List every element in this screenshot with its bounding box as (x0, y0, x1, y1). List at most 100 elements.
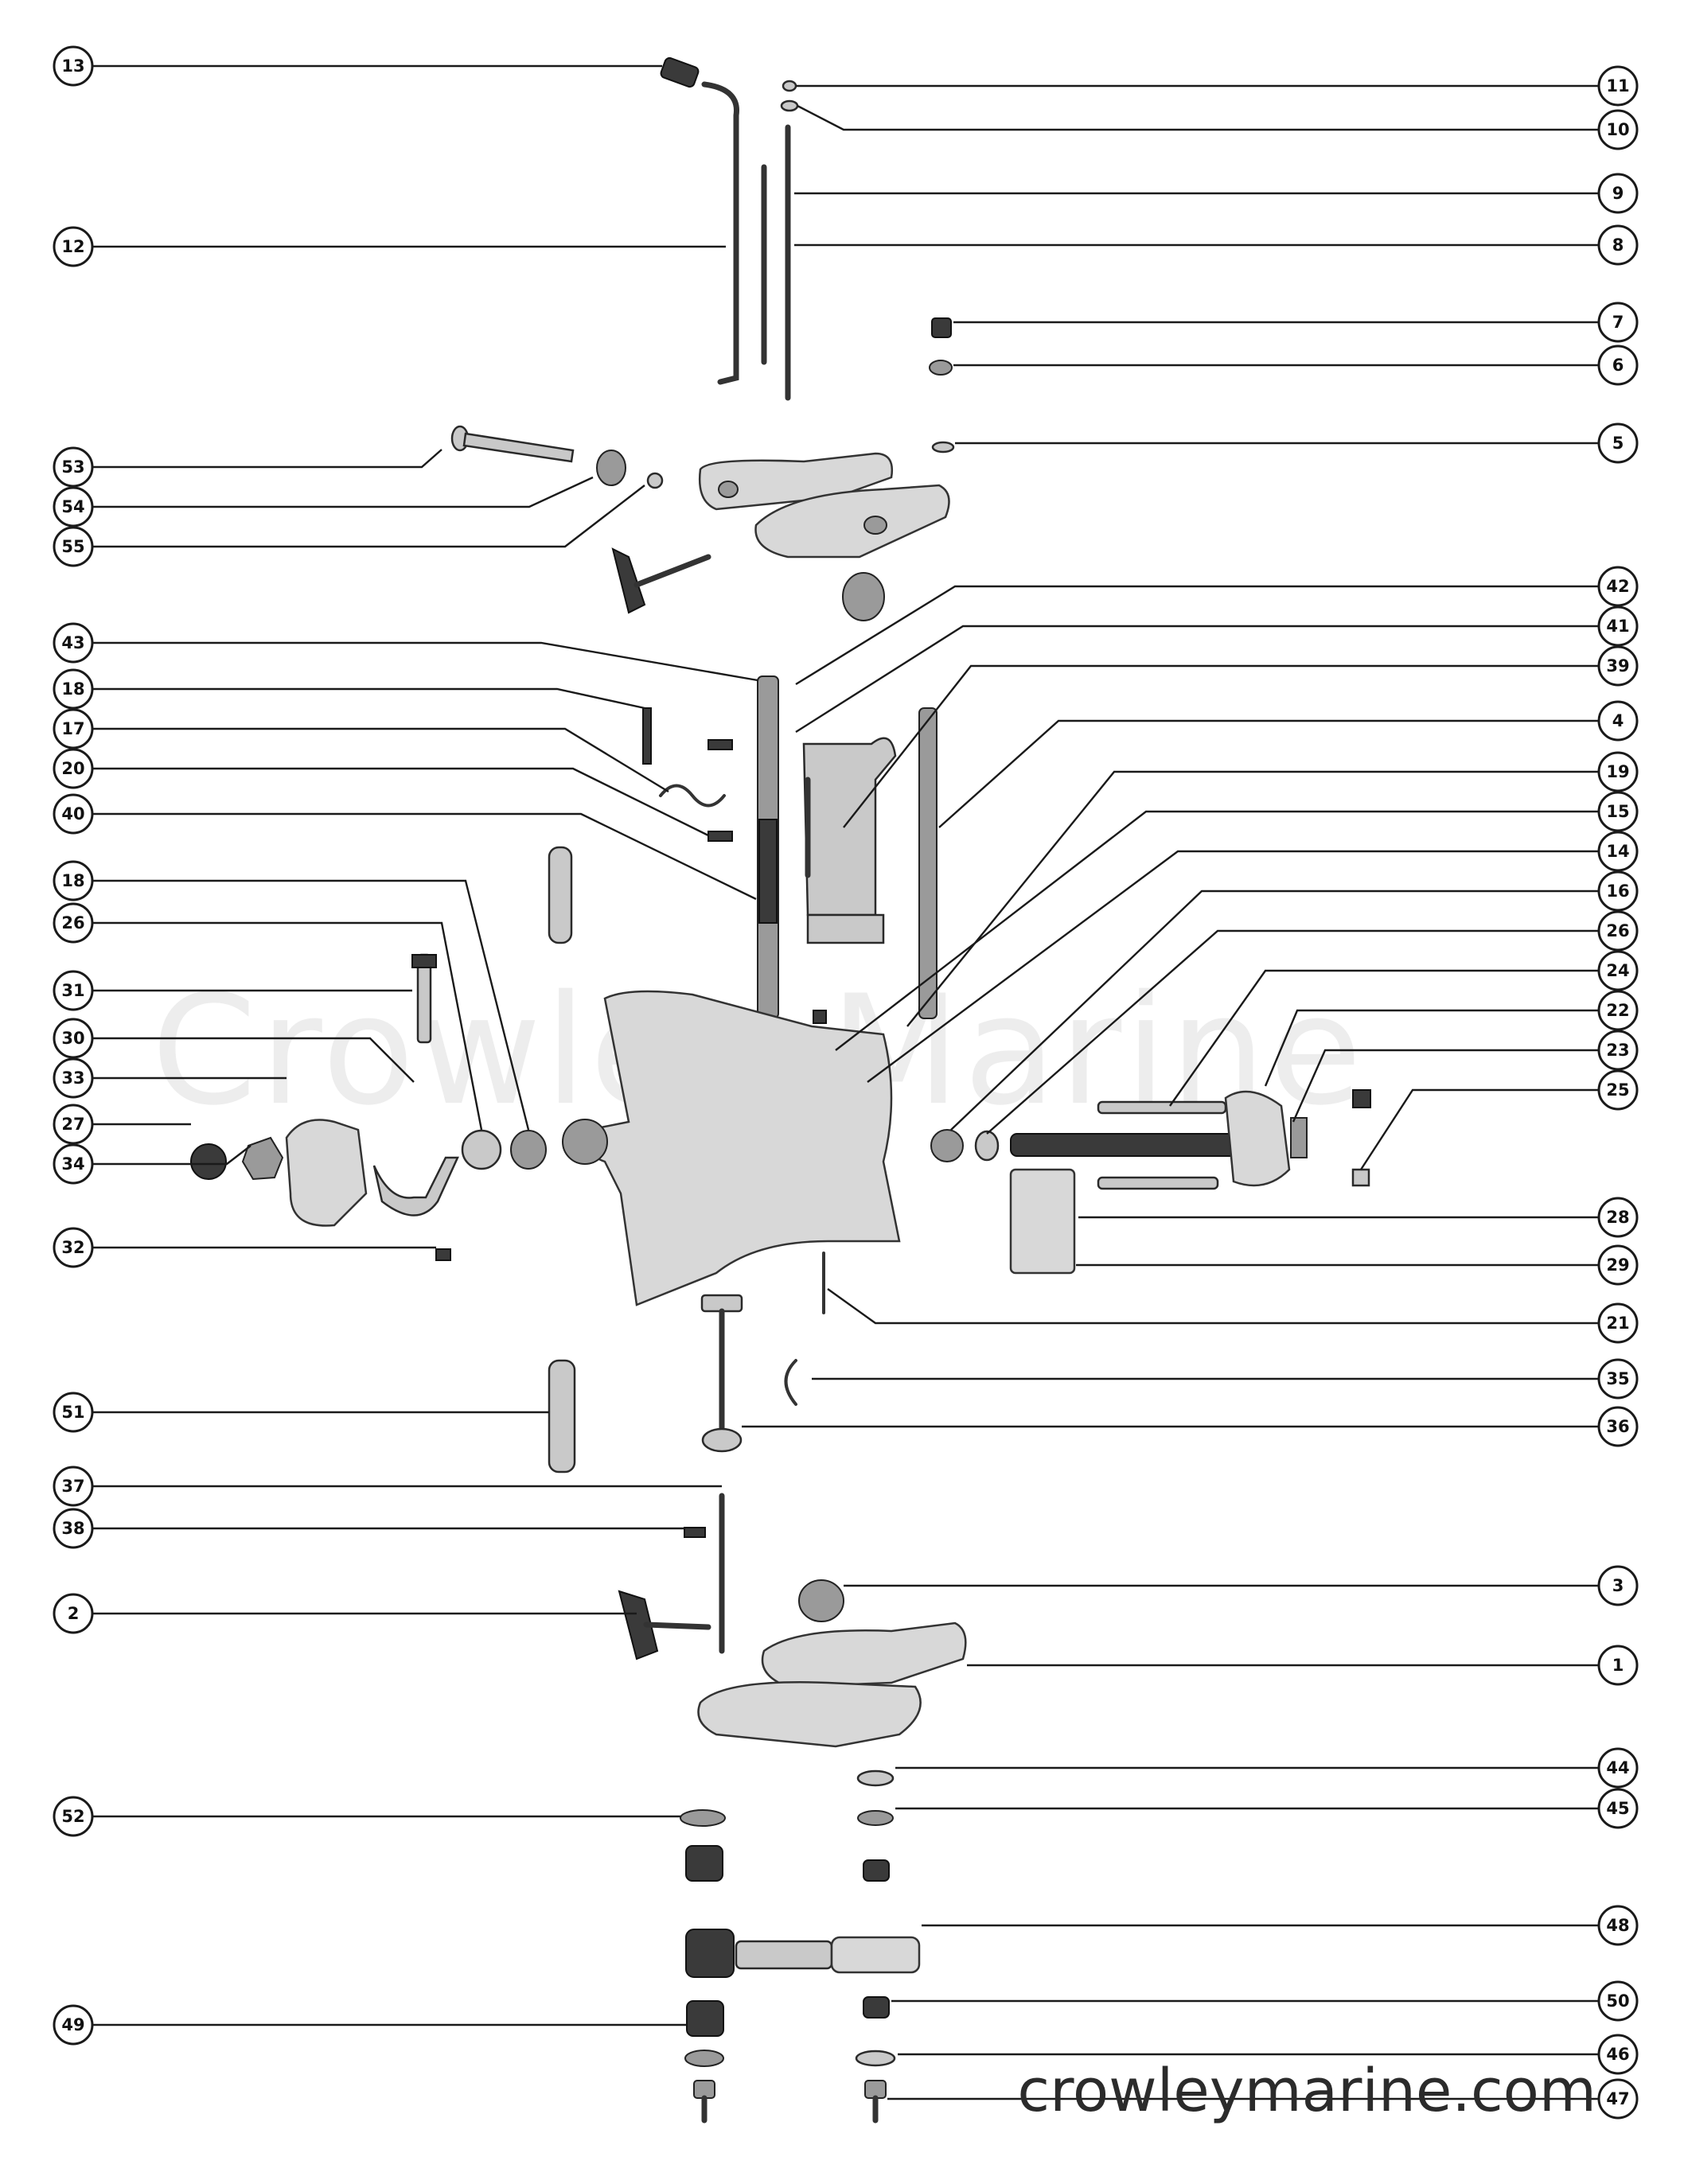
svg-text:49: 49 (61, 2015, 84, 2034)
callout-9: 9 (1597, 173, 1639, 214)
footer-url: crowleymarine.com (1017, 2057, 1596, 2125)
callout-35: 35 (1597, 1358, 1639, 1400)
callout-26-left: 26 (53, 902, 94, 944)
svg-text:1: 1 (1612, 1656, 1624, 1675)
callouts-left: 13 12 53 54 55 43 18 17 20 40 18 26 31 3… (53, 45, 94, 2046)
callout-23: 23 (1597, 1030, 1639, 1071)
svg-text:51: 51 (61, 1403, 84, 1422)
svg-text:10: 10 (1606, 120, 1629, 139)
svg-text:37: 37 (61, 1477, 84, 1496)
callout-10: 10 (1597, 109, 1639, 150)
svg-text:33: 33 (61, 1069, 84, 1088)
svg-text:3: 3 (1612, 1576, 1624, 1595)
svg-text:48: 48 (1606, 1916, 1629, 1935)
svg-text:15: 15 (1606, 802, 1629, 821)
svg-text:26: 26 (1606, 921, 1629, 940)
svg-text:8: 8 (1612, 236, 1624, 255)
callout-18-upper: 18 (53, 668, 94, 710)
svg-text:22: 22 (1606, 1001, 1629, 1020)
callout-46: 46 (1597, 2034, 1639, 2075)
svg-text:44: 44 (1606, 1758, 1629, 1777)
callout-15: 15 (1597, 791, 1639, 832)
svg-text:14: 14 (1606, 842, 1629, 861)
svg-text:26: 26 (61, 913, 84, 932)
callout-25: 25 (1597, 1069, 1639, 1111)
svg-text:18: 18 (61, 679, 84, 699)
callout-5: 5 (1597, 422, 1639, 464)
callout-22: 22 (1597, 990, 1639, 1031)
parts-artwork (190, 56, 1371, 2124)
callout-1: 1 (1597, 1645, 1639, 1686)
callout-41: 41 (1597, 605, 1639, 647)
callout-19: 19 (1597, 751, 1639, 792)
svg-text:32: 32 (61, 1238, 84, 1257)
callout-49: 49 (53, 2004, 94, 2046)
callout-54: 54 (53, 486, 94, 528)
svg-text:2: 2 (68, 1604, 80, 1623)
callout-7: 7 (1597, 302, 1639, 343)
svg-text:30: 30 (61, 1029, 84, 1048)
svg-text:21: 21 (1606, 1314, 1629, 1333)
callout-18-lower: 18 (53, 860, 94, 901)
svg-text:52: 52 (61, 1807, 84, 1826)
svg-text:28: 28 (1606, 1208, 1629, 1227)
callout-11: 11 (1597, 65, 1639, 107)
callout-48: 48 (1597, 1905, 1639, 1946)
svg-text:39: 39 (1606, 656, 1629, 675)
callout-27: 27 (53, 1104, 94, 1145)
callout-16: 16 (1597, 870, 1639, 912)
leader-lines (93, 64, 1598, 2100)
callout-50: 50 (1597, 1980, 1639, 2022)
svg-text:13: 13 (61, 56, 84, 76)
svg-text:53: 53 (61, 457, 84, 477)
svg-text:42: 42 (1606, 577, 1629, 596)
svg-text:17: 17 (61, 719, 84, 738)
callout-29: 29 (1597, 1244, 1639, 1286)
callout-32: 32 (53, 1227, 94, 1268)
callout-6: 6 (1597, 345, 1639, 386)
svg-text:11: 11 (1606, 76, 1629, 95)
callout-39: 39 (1597, 645, 1639, 687)
callout-34: 34 (53, 1143, 94, 1185)
svg-text:41: 41 (1606, 617, 1629, 636)
svg-text:5: 5 (1612, 434, 1624, 453)
svg-text:27: 27 (61, 1115, 84, 1134)
svg-text:19: 19 (1606, 762, 1629, 781)
svg-text:18: 18 (61, 871, 84, 890)
svg-text:45: 45 (1606, 1799, 1629, 1818)
callout-42: 42 (1597, 566, 1639, 607)
svg-text:29: 29 (1606, 1256, 1629, 1275)
callout-53: 53 (53, 446, 94, 488)
callout-47: 47 (1597, 2078, 1639, 2120)
callout-51: 51 (53, 1392, 94, 1433)
callout-43: 43 (53, 622, 94, 664)
svg-text:50: 50 (1606, 1991, 1629, 2011)
svg-text:47: 47 (1606, 2089, 1629, 2108)
callout-2: 2 (53, 1593, 94, 1634)
callout-44: 44 (1597, 1747, 1639, 1789)
svg-text:4: 4 (1612, 711, 1624, 730)
svg-text:55: 55 (61, 537, 84, 556)
svg-text:20: 20 (61, 759, 84, 778)
svg-text:35: 35 (1606, 1369, 1629, 1388)
callout-55: 55 (53, 526, 94, 567)
callout-21: 21 (1597, 1302, 1639, 1344)
callout-24: 24 (1597, 950, 1639, 991)
callout-20: 20 (53, 748, 94, 789)
callout-45: 45 (1597, 1788, 1639, 1829)
callout-52: 52 (53, 1796, 94, 1837)
callout-13: 13 (53, 45, 94, 87)
svg-text:31: 31 (61, 981, 84, 1000)
callout-17: 17 (53, 708, 94, 749)
svg-text:23: 23 (1606, 1041, 1629, 1060)
callout-30: 30 (53, 1018, 94, 1059)
callout-4: 4 (1597, 700, 1639, 742)
svg-text:12: 12 (61, 237, 84, 256)
svg-text:54: 54 (61, 497, 84, 516)
svg-text:7: 7 (1612, 313, 1624, 332)
callout-40: 40 (53, 793, 94, 835)
callout-37: 37 (53, 1466, 94, 1507)
callout-33: 33 (53, 1057, 94, 1099)
svg-text:34: 34 (61, 1154, 84, 1174)
